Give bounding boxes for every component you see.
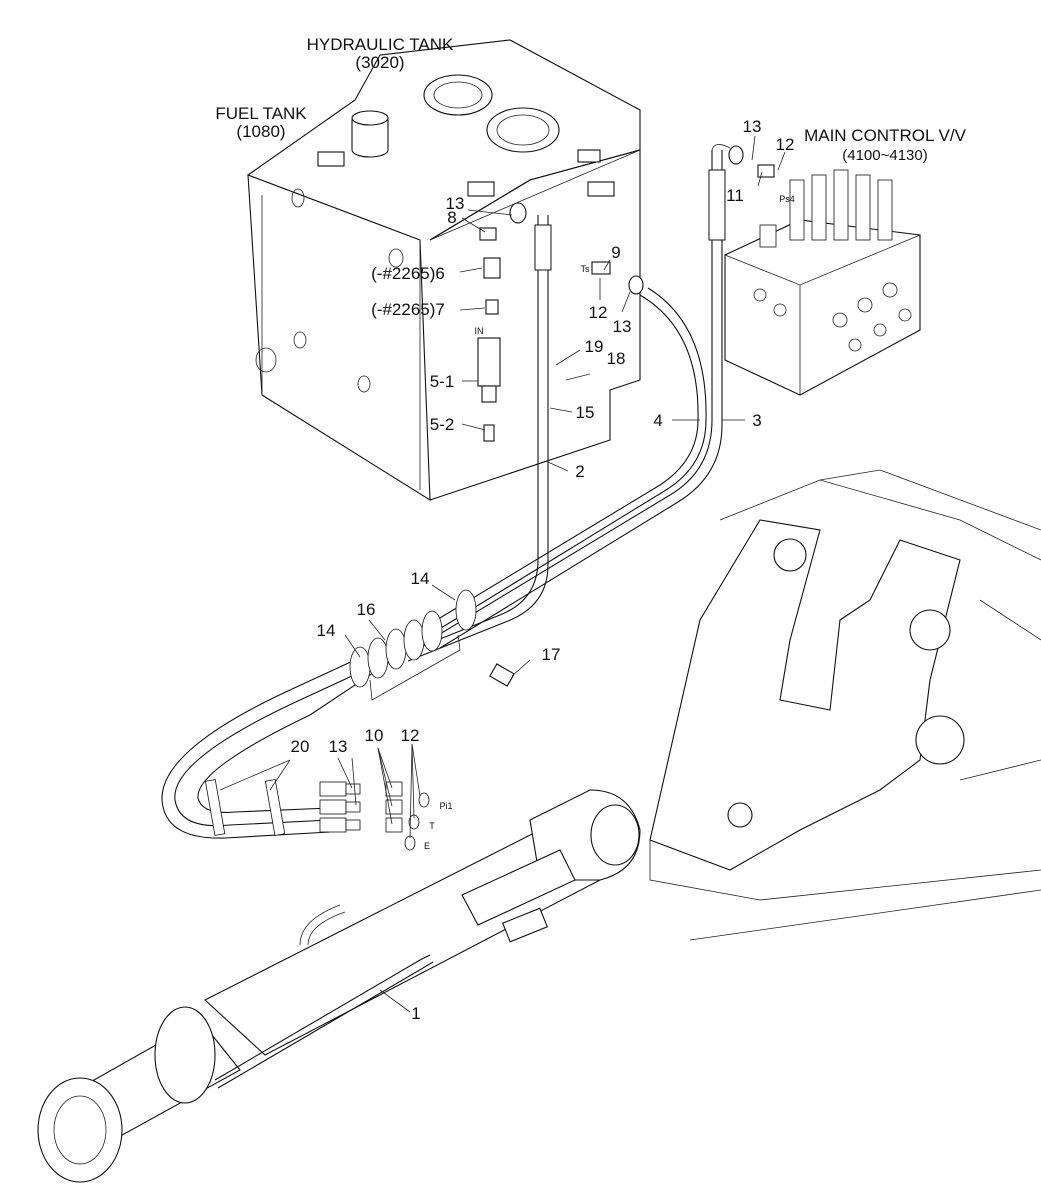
port-t: T (429, 821, 435, 831)
callout-12-mid: 12 (589, 303, 608, 322)
callout-7: (-#2265)7 (371, 300, 445, 319)
port-ps4: Ps4 (779, 194, 795, 204)
callout-16: 16 (357, 600, 376, 619)
port-marks: Ps4 Ts IN Pi1 T E (424, 194, 795, 851)
callout-3: 3 (752, 411, 761, 430)
hydraulic-tank-ref: (3020) (355, 53, 404, 72)
port-e: E (424, 841, 430, 851)
tank-assembly (247, 39, 641, 502)
callout-8: 8 (447, 208, 456, 227)
fuel-tank-name: FUEL TANK (215, 104, 307, 123)
callout-10: 10 (365, 726, 384, 745)
callout-1: 1 (411, 1004, 420, 1023)
callout-19: 19 (585, 337, 604, 356)
hose-bundle (161, 589, 477, 851)
hose-3-and-4 (419, 144, 731, 649)
hose-2 (399, 215, 552, 662)
callout-13-mcv: 13 (743, 117, 762, 136)
main-control-valve-name: MAIN CONTROL V/V (804, 126, 966, 145)
callout-5-2: 5-2 (430, 415, 455, 434)
callout-15: 15 (576, 403, 595, 422)
callout-12-top: 12 (776, 135, 795, 154)
callout-9: 9 (611, 243, 620, 262)
hydraulic-tank-name: HYDRAULIC TANK (307, 35, 454, 54)
leader-lines (219, 135, 786, 1013)
port-ts: Ts (581, 264, 591, 274)
callout-13-mid: 13 (613, 317, 632, 336)
fuel-tank-ref: (1080) (236, 122, 285, 141)
callout-13-low: 13 (329, 737, 348, 756)
callout-17: 17 (542, 645, 561, 664)
boom-frame (649, 469, 1041, 941)
main-control-valve-ref: (4100~4130) (842, 147, 928, 164)
callout-14-b: 14 (317, 621, 336, 640)
callout-14-a: 14 (411, 569, 430, 588)
callout-4: 4 (653, 411, 662, 430)
callout-numbers: 13 8 (-#2265)6 (-#2265)7 5-1 5-2 9 12 13… (291, 117, 795, 1023)
main-control-valve-block (724, 169, 921, 396)
callout-12-low: 12 (401, 726, 420, 745)
callout-5-1: 5-1 (430, 372, 455, 391)
port-in: IN (475, 326, 484, 336)
component-labels: HYDRAULIC TANK (3020) FUEL TANK (1080) M… (215, 35, 966, 164)
callout-2: 2 (575, 462, 584, 481)
callout-13-top: 13 (446, 194, 465, 213)
boom-cylinder (37, 789, 641, 1183)
port-pi1: Pi1 (439, 801, 452, 811)
callout-18: 18 (607, 349, 626, 368)
pressure-switch-parts (477, 145, 775, 687)
callout-11: 11 (726, 186, 744, 205)
callout-6: (-#2265)6 (371, 264, 445, 283)
callout-20: 20 (291, 737, 310, 756)
